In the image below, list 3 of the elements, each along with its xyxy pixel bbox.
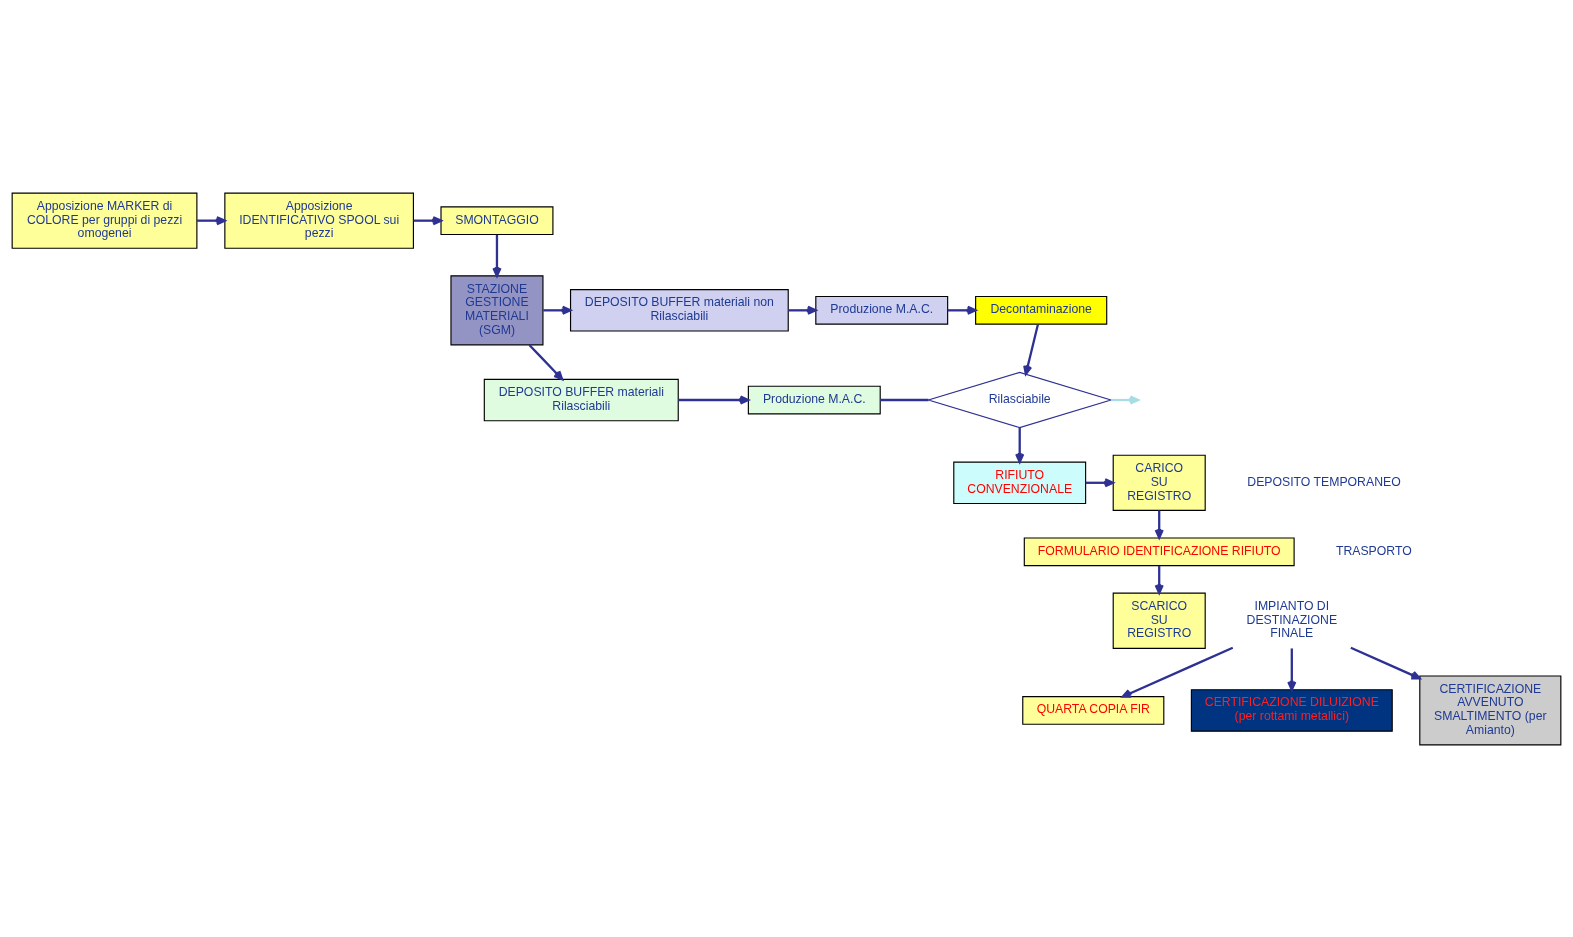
- label: DEPOSITO TEMPORANEO: [1247, 474, 1401, 489]
- node-text: IMPIANTO DI DESTINAZIONE FINALE: [1246, 598, 1338, 640]
- label: TRASPORTO: [1335, 543, 1412, 558]
